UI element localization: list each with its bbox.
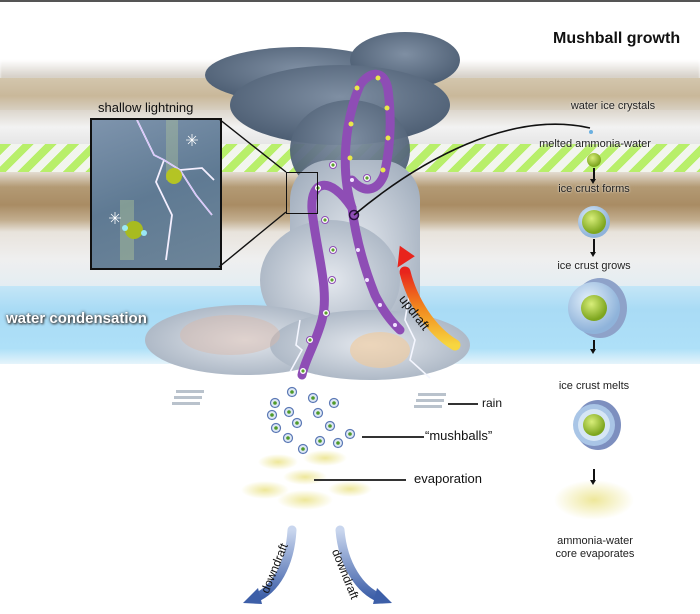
mushball-core xyxy=(336,441,340,445)
evaporation-label: evaporation xyxy=(414,471,482,486)
mushball-core xyxy=(328,424,332,428)
mushball-core xyxy=(301,447,305,451)
downdraft-left-arrow xyxy=(243,525,297,604)
mushball-core xyxy=(274,426,278,430)
mushballs-label: “mushballs” xyxy=(425,428,493,443)
stage-label-evaporates: ammonia-water core evaporates xyxy=(540,535,650,561)
growth-stage-melted xyxy=(587,153,601,167)
stage-label-crust-grows: ice crust grows xyxy=(557,260,631,272)
top-border xyxy=(0,0,700,2)
mushball-core xyxy=(348,432,352,436)
mushball-core xyxy=(273,401,277,405)
mushball-core xyxy=(316,411,320,415)
falling-mushballs xyxy=(266,386,356,455)
ice-crystal-dot xyxy=(589,130,593,134)
growth-stage-crust-melts xyxy=(573,400,621,450)
inset-mushball-icon xyxy=(125,221,143,239)
rain-right xyxy=(414,393,446,408)
mushball-trajectory xyxy=(297,69,405,380)
mushball-core xyxy=(287,410,291,414)
evaporation-leader xyxy=(314,479,406,481)
mushball-core xyxy=(332,401,336,405)
inset-ice-crystal-icon xyxy=(109,134,198,224)
stage-label-ice-crystals: water ice crystals xyxy=(570,100,656,112)
rain-left xyxy=(172,390,204,405)
rain-label: rain xyxy=(482,396,503,410)
arrow-down-icon xyxy=(590,469,596,485)
stage-label-crust-melts: ice crust melts xyxy=(558,380,630,392)
arrow-down-icon xyxy=(590,168,596,184)
mushball-core xyxy=(286,436,290,440)
mushball-core xyxy=(290,390,294,394)
mushball-core xyxy=(311,396,315,400)
rain-leader xyxy=(448,403,478,405)
growth-stage-crust-forms xyxy=(578,206,610,238)
stage-label-melted: melted ammonia-water xyxy=(539,138,651,150)
evaporation-clouds xyxy=(241,450,372,510)
water-condensation-label: water condensation xyxy=(6,310,147,327)
downdraft-right-arrow xyxy=(335,525,392,604)
inset-source-box xyxy=(286,172,318,214)
mushball-dots xyxy=(299,75,397,375)
shallow-lightning-label: shallow lightning xyxy=(98,100,194,115)
shallow-lightning-inset xyxy=(90,118,222,270)
arrow-down-icon xyxy=(590,340,596,354)
arrow-down-icon xyxy=(590,239,596,257)
growth-stage-evaporates xyxy=(554,480,634,520)
updraft-arrow xyxy=(397,245,461,351)
mushball-core xyxy=(295,421,299,425)
inset-mushball-icon xyxy=(166,168,182,184)
stage-label-crust-forms: ice crust forms xyxy=(558,183,630,195)
mushball-core xyxy=(318,439,322,443)
diagram-title: Mushball growth xyxy=(553,30,681,47)
growth-stage-crust-grows xyxy=(568,278,627,338)
mushball-core xyxy=(270,413,274,417)
mushballs-leader xyxy=(362,436,424,438)
stage-label-evaporates-line2: core evaporates xyxy=(555,548,635,560)
inset-scene xyxy=(109,120,215,261)
stage-label-evaporates-line1: ammonia-water xyxy=(557,535,633,547)
leader-to-growth xyxy=(353,123,591,216)
lightning-bolts xyxy=(289,289,431,379)
